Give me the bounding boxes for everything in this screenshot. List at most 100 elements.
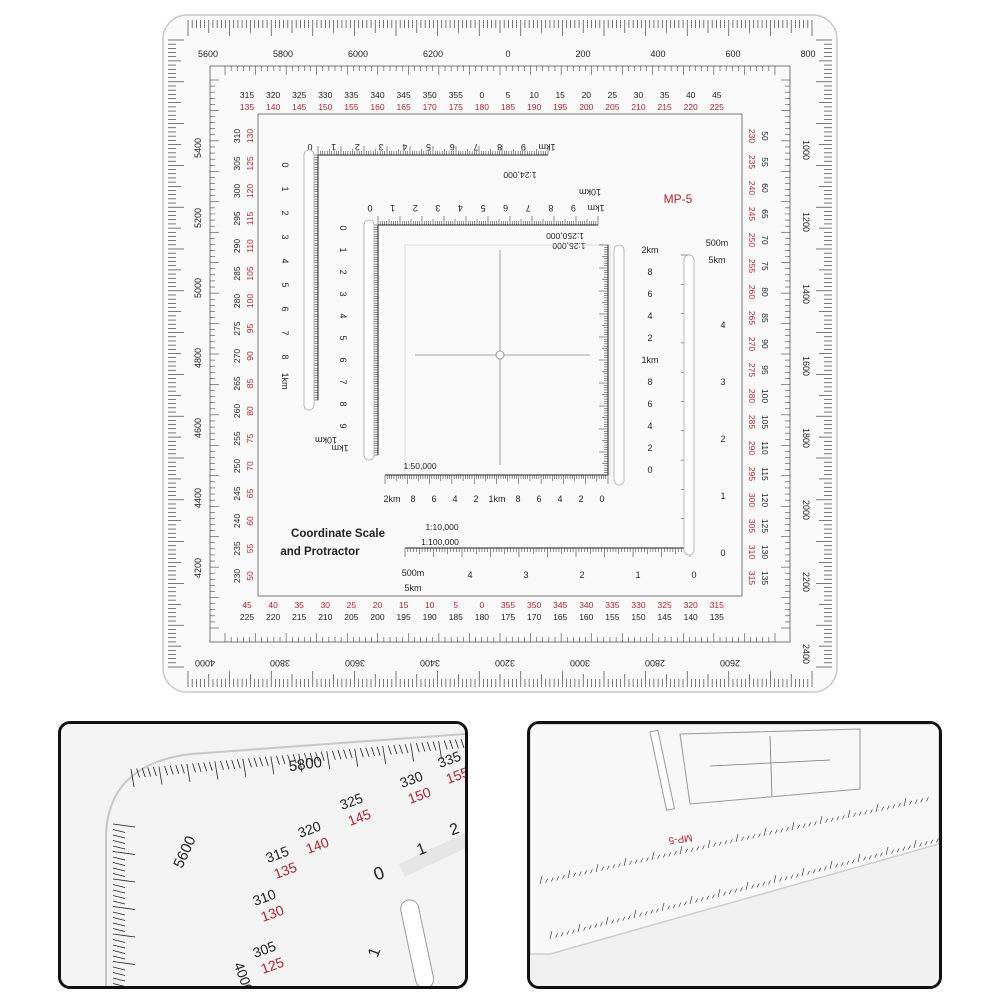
- angled-tick: [914, 799, 918, 804]
- closeup-tick: [169, 765, 174, 775]
- angled-tick: [802, 823, 806, 828]
- closeup-tick: [415, 742, 420, 753]
- mil-label: 6200: [423, 49, 443, 59]
- degree-label: 135: [760, 571, 770, 585]
- s25k-vert-unit: 10km: [315, 435, 337, 445]
- closeup-label: 325: [338, 790, 366, 813]
- angled-tick: [730, 839, 733, 844]
- s50k-number: 0: [599, 494, 604, 504]
- angled-tick: [752, 834, 756, 839]
- angled-tick: [657, 854, 660, 859]
- angled-tick: [656, 908, 659, 913]
- closeup-tick: [276, 755, 280, 765]
- degree-label-red: 45: [242, 600, 252, 610]
- degree-label: 145: [658, 612, 672, 622]
- angled-tick: [868, 855, 872, 860]
- degree-label-red: 120: [245, 184, 255, 198]
- s10k-number: 2: [579, 570, 584, 580]
- closeup-tick: [236, 759, 241, 769]
- angled-tick: [549, 930, 553, 940]
- degree-label-red: 30: [321, 600, 331, 610]
- degree-label: 290: [232, 239, 242, 253]
- degree-label-red: 100: [245, 294, 255, 308]
- degree-label: 130: [760, 545, 770, 559]
- degree-label: 25: [608, 90, 618, 100]
- degree-label: 50: [760, 131, 770, 141]
- closeup-label: 330: [398, 768, 426, 791]
- s25k-number: 6: [503, 203, 508, 213]
- closeup-tick: [112, 878, 136, 883]
- degree-label-red: 230: [747, 129, 757, 143]
- angled-tick: [863, 856, 866, 861]
- s24k-vert-number: 1km: [280, 372, 290, 389]
- product-title-line2: and Protractor: [280, 546, 360, 558]
- degree-label: 15: [555, 90, 565, 100]
- mil-label: 1200: [801, 212, 811, 232]
- s10k-vert-number: 3: [720, 377, 725, 387]
- closeup-tick: [427, 741, 431, 752]
- mil-label: 200: [575, 49, 590, 59]
- angled-tick: [651, 851, 655, 861]
- s50k-number: 2km: [383, 494, 400, 504]
- s25k-number: 8: [548, 203, 553, 213]
- closeup-tick: [404, 743, 409, 754]
- angled-tick: [605, 916, 609, 926]
- mil-label: 400: [650, 49, 665, 59]
- closeup-tick: [231, 759, 236, 769]
- angled-tick: [566, 930, 570, 935]
- degree-label: 95: [760, 365, 770, 375]
- angled-tick: [825, 818, 828, 823]
- degree-label: 65: [760, 209, 770, 219]
- angled-tick: [735, 833, 739, 843]
- s50k-number: 4: [557, 494, 562, 504]
- s10k-vert-number: 4: [720, 320, 725, 330]
- closeup-label: 155: [444, 764, 465, 787]
- degree-label: 245: [232, 486, 242, 500]
- mil-label: 5200: [193, 208, 203, 228]
- angled-tick: [661, 902, 665, 912]
- closeup-tick: [112, 845, 126, 850]
- angled-tick: [857, 853, 861, 863]
- degree-label-red: 270: [747, 337, 757, 351]
- s24k-number: 9: [521, 142, 526, 152]
- mil-label: 5000: [193, 278, 203, 298]
- degree-label-red: 115: [245, 211, 255, 225]
- angled-tick: [741, 836, 744, 841]
- angled-tick: [819, 815, 823, 825]
- degree-label-red: 50: [245, 571, 255, 581]
- degree-label: 310: [232, 129, 242, 143]
- angled-tick: [672, 904, 676, 909]
- closeup-tick: [315, 752, 319, 762]
- closeup-tick: [112, 862, 126, 866]
- closeup-tick: [112, 906, 136, 910]
- angled-view-image: MP-5: [530, 724, 939, 986]
- angled-tick: [555, 933, 558, 938]
- degree-label-red: 215: [658, 102, 672, 112]
- angled-tick: [606, 865, 610, 870]
- mil-label: 3400: [420, 658, 440, 668]
- degree-label-red: 105: [245, 266, 255, 280]
- angled-tick: [600, 922, 603, 927]
- closeup-tick: [112, 917, 126, 921]
- degree-label: 280: [232, 294, 242, 308]
- degree-label: 330: [318, 90, 332, 100]
- degree-label-red: 65: [245, 489, 255, 499]
- angled-tick: [695, 898, 698, 903]
- degree-label-red: 320: [684, 600, 698, 610]
- angled-tick: [903, 797, 907, 807]
- plate-corner-edge: [105, 733, 465, 986]
- mil-label: 4000: [195, 658, 215, 668]
- degree-label-red: 355: [501, 600, 515, 610]
- s24k-vert-number: 7: [280, 330, 290, 335]
- s10k-number: 1: [635, 570, 640, 580]
- angled-tick: [734, 888, 738, 893]
- angled-tick: [639, 912, 642, 917]
- angled-tick: [646, 857, 649, 862]
- closeup-tick: [455, 739, 459, 749]
- closeup-label: 140: [304, 834, 332, 857]
- angled-tick: [875, 803, 879, 813]
- s25k-label: 1:25,000: [552, 241, 585, 251]
- angled-inner-window: [679, 728, 861, 805]
- s25k-vert-number: 0: [338, 225, 348, 230]
- s24k-number: 5: [426, 142, 431, 152]
